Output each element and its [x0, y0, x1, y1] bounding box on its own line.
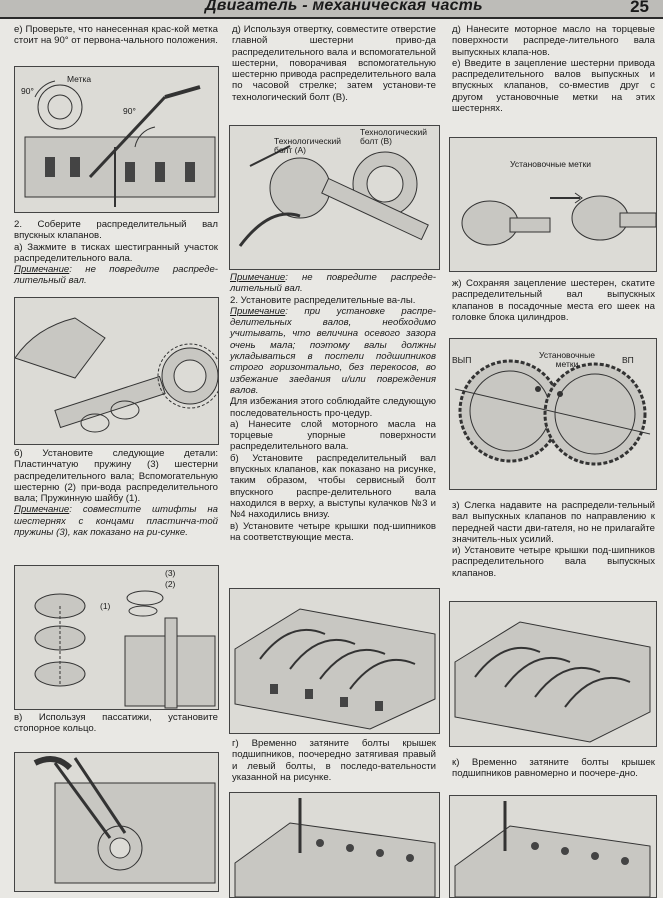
col1-note: Примечание: не повредите распреде-литель… [14, 264, 218, 287]
col3-paragraph: и) Установите четыре крышки под-шипников… [452, 545, 655, 579]
note-text: : не повредите распреде-лительный вал. [230, 272, 436, 295]
figure-snap-ring [14, 752, 219, 892]
fig-label-timing-marks: Установочные метки [539, 350, 595, 369]
figure-bolt-sequence [229, 792, 440, 898]
col1-paragraph: в) Используя пассатижи, установите стопо… [14, 712, 218, 735]
page-header: Двигатель - механическая часть 25 [0, 0, 663, 19]
tightening-sequence-illustration [234, 798, 436, 897]
camshaft-gear-illustration [238, 145, 429, 247]
col1-step-e: е) Проверьте, что нанесенная крас-кой ме… [14, 24, 218, 47]
col3-step-d: д) Нанесите моторное масло на торцевые п… [452, 24, 655, 114]
pliers-illustration [33, 756, 216, 884]
tightening-illustration [454, 801, 651, 897]
note-label: Примечание [230, 272, 286, 283]
fig-label: (3) [165, 568, 176, 578]
figure-exhaust-caps [449, 601, 657, 747]
fig-label-mark: Метка [67, 74, 92, 84]
col1-step-2: 2. Соберите распределительный вал впускн… [14, 219, 218, 287]
fig-label-angle: 90° [123, 106, 136, 116]
engine-illustration [24, 80, 216, 207]
col2-paragraph: а) Нанесите слой моторного масла на торц… [230, 418, 436, 453]
figure-bearing-caps [229, 588, 440, 734]
col2-step-2: Примечание: не повредите распреде-литель… [230, 272, 436, 543]
col1-step-v: в) Используя пассатижи, установите стопо… [14, 712, 218, 735]
fig-label-exhaust: ВЫП [452, 355, 472, 365]
figure-camshaft-mark: Метка 90° 90° [14, 66, 219, 213]
fig-label: (1) [100, 601, 111, 611]
col2-paragraph: б) Установите распределительный вал впус… [230, 452, 436, 521]
fig-label-intake: ВП [622, 355, 634, 365]
note-text: : не повредите распреде-лительный вал. [14, 264, 218, 287]
col2-paragraph: в) Установите четыре крышки под-шипников… [230, 520, 436, 543]
col2-step-d: д) Используя отвертку, совместите отверс… [232, 24, 436, 103]
col2-step-g: г) Временно затяните болты крышек подшип… [232, 738, 436, 783]
figure-service-bolts: Технологический болт (А) Технологический… [229, 125, 440, 270]
note-label: Примечание [230, 305, 286, 317]
col3-step-zh: ж) Сохраняя зацепление шестерен, скатите… [452, 278, 655, 323]
figure-bolt-tightening [449, 795, 657, 898]
figure-gear-assembly: (3) (2) (1) [14, 565, 219, 710]
col2-paragraph: Для избежания этого соблюдайте следующую… [230, 396, 436, 419]
figure-gear-alignment: ВЫП Установочные метки ВП [449, 338, 657, 490]
page-title: Двигатель - механическая часть [205, 0, 483, 14]
fig-label-bolt-a: Технологический болт (А) [274, 136, 341, 155]
figure-camshaft-vise [14, 297, 219, 445]
col2-note: Примечание: при установке распре-делител… [230, 306, 436, 396]
note-text: : совместите штифты на шестернях с конца… [14, 504, 218, 539]
cylinder-head-illustration [454, 621, 651, 743]
col2-paragraph: г) Временно затяните болты крышек подшип… [232, 738, 436, 783]
col1-step-b: б) Установите следующие детали: Пластинч… [14, 448, 218, 538]
gears-illustration [454, 359, 651, 466]
note-label: Примечание [14, 504, 70, 516]
cylinder-head-illustration [234, 608, 436, 730]
col1-paragraph: б) Установите следующие детали: Пластинч… [14, 448, 218, 505]
col3-paragraph: д) Нанесите моторное масло на торцевые п… [452, 24, 655, 58]
page-number: 25 [630, 0, 649, 16]
gear-assembly-illustration [34, 590, 216, 709]
col3-step-k: к) Временно затяните болты крышек подшип… [452, 757, 655, 780]
col3-paragraph: к) Временно затяните болты крышек подшип… [452, 757, 655, 780]
col1-paragraph: е) Проверьте, что нанесенная крас-кой ме… [14, 24, 218, 47]
camshaft-illustration [15, 317, 218, 433]
figure-timing-marks: Установочные метки [449, 137, 657, 272]
col2-paragraph: д) Используя отвертку, совместите отверс… [232, 24, 436, 103]
fig-label: (2) [165, 579, 176, 589]
gear-mesh-illustration [461, 192, 656, 246]
note-text: : при установке распре-делительных валов… [230, 305, 436, 396]
col1-paragraph: 2. Соберите распределительный вал впускн… [14, 219, 218, 242]
col3-paragraph: з) Слегка надавите на распредели-тельный… [452, 500, 655, 545]
col1-paragraph: а) Зажмите в тисках шестигранный участок… [14, 241, 218, 264]
fig-label-timing-marks: Установочные метки [510, 159, 591, 169]
col2-note: Примечание: не повредите распреде-литель… [230, 272, 436, 295]
note-label: Примечание [14, 264, 70, 276]
col2-paragraph: 2. Установите распределительные ва-лы. [230, 294, 416, 306]
fig-label-bolt-b: Технологический болт (В) [360, 127, 427, 146]
fig-label-angle: 90° [21, 86, 34, 96]
col3-step-z: з) Слегка надавите на распредели-тельный… [452, 500, 655, 579]
col3-paragraph: ж) Сохраняя зацепление шестерен, скатите… [452, 278, 655, 323]
col1-note: Примечание: совместите штифты на шестерн… [14, 504, 218, 538]
col3-paragraph: е) Введите в зацепление шестерни привода… [452, 57, 655, 115]
